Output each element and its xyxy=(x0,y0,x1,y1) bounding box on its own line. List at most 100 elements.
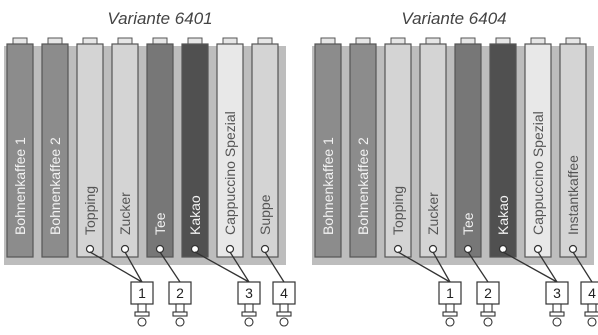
nozzle xyxy=(587,303,597,313)
nozzle-tip xyxy=(279,317,289,327)
mixer-number: 4 xyxy=(280,285,288,301)
canister-outlet xyxy=(190,244,200,254)
canister-body xyxy=(314,43,342,258)
canister-label: Cappuccino Spezial xyxy=(222,111,238,235)
feed-line xyxy=(432,251,451,283)
nozzle-flange xyxy=(276,311,292,317)
canister-body xyxy=(251,43,279,258)
mixer-4: 4 xyxy=(572,251,598,327)
feed-line xyxy=(124,251,143,283)
canister-body xyxy=(419,43,447,258)
mixer-number: 4 xyxy=(588,285,596,301)
canister-body xyxy=(489,43,517,258)
canister-body xyxy=(76,43,104,258)
canister: Tee xyxy=(146,37,174,258)
canister-outlet xyxy=(463,244,473,254)
canister: Kakao xyxy=(489,37,517,258)
mixer-number: 2 xyxy=(176,285,184,301)
nozzle-flange xyxy=(549,311,565,317)
canister-label: Suppe xyxy=(257,194,273,235)
canister: Suppe xyxy=(251,37,279,258)
nozzle-flange xyxy=(584,311,598,317)
nozzle xyxy=(445,303,455,313)
canister: Kakao xyxy=(181,37,209,258)
feed-line xyxy=(264,251,285,283)
mixer-2: 2 xyxy=(159,251,192,327)
feed-line xyxy=(397,251,451,283)
feed-line xyxy=(89,251,143,283)
canister-body xyxy=(524,43,552,258)
variant-title-1: Variante 6401 xyxy=(107,9,212,28)
canister-label: Bohnenkaffee 2 xyxy=(47,137,63,235)
mixer-3: 3 xyxy=(194,251,261,327)
canister-label: Zucker xyxy=(117,192,133,235)
canister-body xyxy=(349,43,377,258)
canister-label: Instantkaffee xyxy=(565,155,581,235)
nozzle xyxy=(137,303,147,313)
canister-label: Bohnenkaffee 1 xyxy=(320,137,336,235)
canister: Zucker xyxy=(419,37,447,258)
nozzle-flange xyxy=(480,311,496,317)
feed-line xyxy=(194,251,250,283)
canister-label: Bohnenkaffee 1 xyxy=(12,137,28,235)
canister-label: Topping xyxy=(82,186,98,235)
variant-group-1: Bohnenkaffee 1 Bohnenkaffee 2 Topping Zucke… xyxy=(4,37,296,327)
canister: Bohnenkaffee 1 xyxy=(314,37,342,258)
nozzle-tip xyxy=(483,317,493,327)
variant-title-2: Variante 6404 xyxy=(401,9,506,28)
mixer-number: 3 xyxy=(245,285,253,301)
canister-label: Tee xyxy=(460,212,476,235)
nozzle xyxy=(483,303,493,313)
canister-body xyxy=(41,43,69,258)
canister-label: Zucker xyxy=(425,192,441,235)
nozzle-tip xyxy=(244,317,254,327)
canister: Topping xyxy=(76,37,104,258)
feed-line xyxy=(229,251,250,283)
canister: Cappuccino Spezial xyxy=(216,37,244,258)
feed-line xyxy=(537,251,558,283)
canister-outlet xyxy=(568,244,578,254)
canister: Tee xyxy=(454,37,482,258)
canister-outlet xyxy=(155,244,165,254)
canister-outlet xyxy=(393,244,403,254)
nozzle-flange xyxy=(241,311,257,317)
nozzle-flange xyxy=(172,311,188,317)
mixer-2: 2 xyxy=(467,251,500,327)
feed-line xyxy=(572,251,593,283)
mixer-number: 1 xyxy=(138,285,146,301)
feed-line xyxy=(467,251,489,283)
canister-body xyxy=(181,43,209,258)
nozzle-tip xyxy=(552,317,562,327)
canister-body xyxy=(559,43,587,258)
canister-outlet xyxy=(225,244,235,254)
mixer-4: 4 xyxy=(264,251,296,327)
canister-outlet xyxy=(85,244,95,254)
canister-outlet xyxy=(120,244,130,254)
canister-body xyxy=(216,43,244,258)
canister-label: Topping xyxy=(390,186,406,235)
feed-line xyxy=(159,251,181,283)
mixer-1: 1 xyxy=(397,251,462,327)
canister: Zucker xyxy=(111,37,139,258)
canister-label: Bohnenkaffee 2 xyxy=(355,137,371,235)
nozzle-flange xyxy=(442,311,458,317)
canister-label: Tee xyxy=(152,212,168,235)
nozzle xyxy=(175,303,185,313)
nozzle-flange xyxy=(134,311,150,317)
feed-line xyxy=(502,251,558,283)
canister-body xyxy=(111,43,139,258)
mixer-number: 3 xyxy=(553,285,561,301)
mixer-3: 3 xyxy=(502,251,569,327)
nozzle xyxy=(552,303,562,313)
canister: Instantkaffee xyxy=(559,37,587,258)
nozzle xyxy=(279,303,289,313)
nozzle-tip xyxy=(587,317,597,327)
canister-body xyxy=(384,43,412,258)
nozzle xyxy=(244,303,254,313)
nozzle-tip xyxy=(445,317,455,327)
mixer-1: 1 xyxy=(89,251,154,327)
canister-outlet xyxy=(533,244,543,254)
canister: Cappuccino Spezial xyxy=(524,37,552,258)
canister-outlet xyxy=(260,244,270,254)
